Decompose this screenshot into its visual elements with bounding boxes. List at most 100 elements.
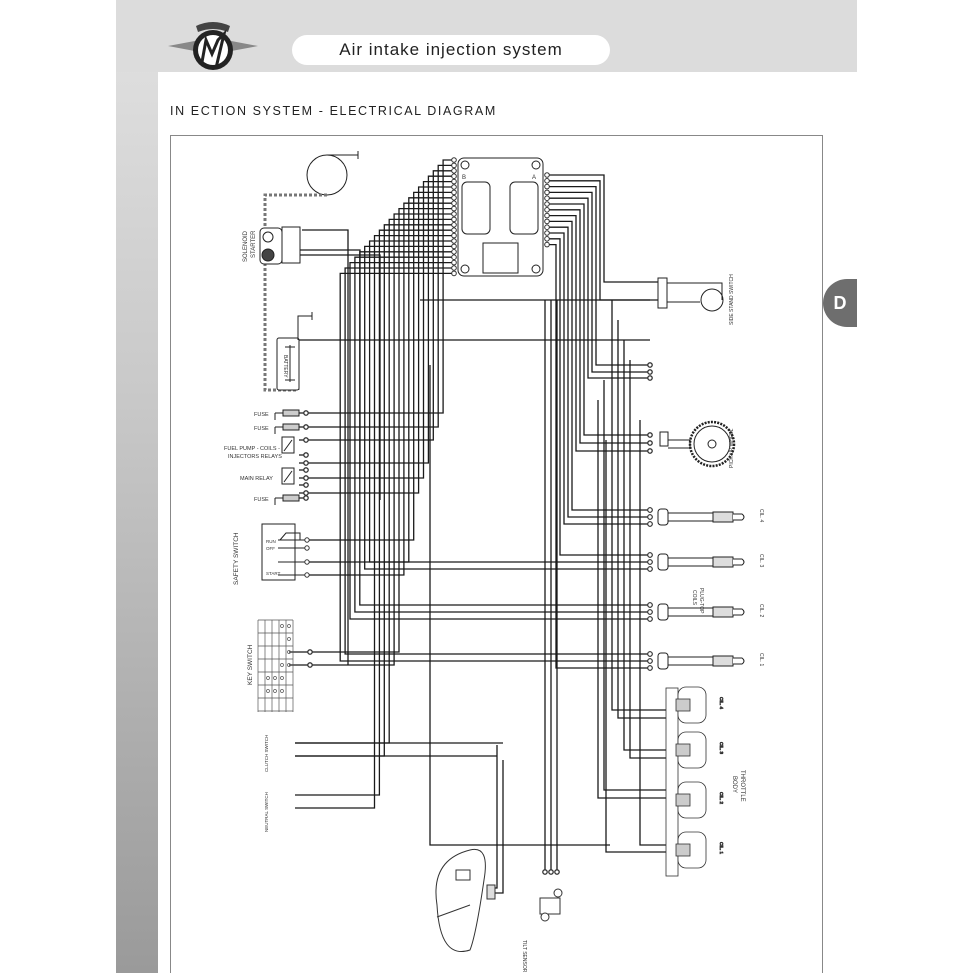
contact-dot [266, 689, 270, 693]
wire [597, 400, 666, 799]
start-label: START [266, 571, 281, 576]
wire [295, 234, 454, 809]
terminal [303, 460, 309, 466]
wire [302, 229, 349, 665]
key-switch-label: KEY SWITCH [247, 644, 254, 685]
wire [617, 320, 666, 719]
contact-dot [266, 676, 270, 680]
wire [300, 249, 361, 470]
wire [495, 760, 504, 894]
terminal [647, 566, 653, 572]
wire [629, 360, 666, 759]
mv-agusta-logo [168, 22, 258, 70]
terminal [303, 482, 309, 488]
terminal [647, 507, 653, 513]
ecu-pin [451, 222, 457, 228]
wires [289, 159, 666, 894]
section-title: IN ECTION SYSTEM - ELECTRICAL DIAGRAM [170, 104, 497, 118]
coil-boot [712, 511, 734, 523]
chapter-tab[interactable]: D [823, 279, 857, 327]
coil-body [667, 656, 714, 666]
terminal [303, 410, 309, 416]
plug-top-coils-label: PLUG-TOP [698, 588, 704, 614]
terminal [303, 490, 309, 496]
coil-cyl-label: CIL. 2 [758, 604, 764, 618]
wire [308, 159, 454, 414]
wire [547, 203, 650, 436]
terminal [548, 869, 554, 875]
relay-fuel-label-2: INJECTORS RELAYS [228, 454, 282, 460]
coil-tip [733, 513, 745, 521]
wire [547, 226, 650, 518]
coil-cap [657, 652, 669, 670]
solenoid-label-2: STARTER [251, 230, 257, 258]
solenoid-starter [259, 226, 301, 265]
terminal [303, 467, 309, 473]
terminal [647, 658, 653, 664]
ecu-pin [451, 189, 457, 196]
plug-top-coils-label-2: COILS [691, 590, 697, 606]
wire [547, 185, 650, 366]
wire [308, 207, 454, 653]
clutch-switch-label: CLUTCH SWITCH [264, 735, 269, 772]
ecu-pin [544, 241, 550, 248]
wire [368, 240, 650, 563]
ecu-pin [451, 249, 457, 255]
run-label: RUN [266, 539, 276, 544]
contact-dot [280, 624, 284, 628]
ecu-pin [451, 157, 457, 163]
wire [295, 229, 454, 796]
contact-dot [280, 676, 284, 680]
main-relay-label: MAIN RELAY [240, 476, 273, 482]
ground-cable [263, 193, 327, 392]
terminal [647, 369, 653, 375]
ecu-pin [544, 178, 550, 184]
fuses-relays [274, 409, 300, 505]
ecu [457, 157, 544, 277]
wire [547, 238, 650, 556]
coil-boot [712, 655, 734, 667]
ecu-pin [451, 243, 457, 250]
page-side-strip [116, 0, 158, 973]
ecu-pin [451, 168, 457, 174]
wire [364, 245, 650, 570]
pickup-wheel-label: PICK-UP WHEEL [729, 428, 735, 468]
terminal [307, 662, 313, 668]
wire [344, 267, 650, 655]
terminal [647, 440, 653, 446]
contact-dot [287, 637, 291, 641]
battery-label: BATTERY [282, 355, 288, 378]
wire [354, 256, 650, 613]
side-stand-switch [657, 277, 724, 312]
terminal [647, 432, 653, 438]
terminal [647, 602, 653, 608]
fuse-2-label: FUSE [254, 426, 269, 432]
contact-dot [280, 663, 284, 667]
ecu-pin [544, 207, 550, 213]
throttle-body-label-2: BODY [731, 776, 737, 793]
terminal [542, 869, 548, 875]
gear-sensor [435, 848, 496, 952]
ecu-pin [451, 227, 457, 233]
terminal [303, 452, 309, 458]
wire [300, 254, 381, 500]
wire [349, 261, 650, 620]
safety-switch-label: SAFETY SWITCH [233, 532, 240, 585]
starter-motor [306, 151, 359, 196]
injector [675, 793, 691, 807]
terminal [647, 448, 653, 454]
ecu-pin [451, 254, 457, 261]
wire [308, 175, 454, 464]
wire [308, 170, 454, 441]
coil-cyl-label: CIL. 1 [758, 653, 764, 667]
injector [675, 843, 691, 857]
ecu-pin [451, 178, 457, 185]
ecu-pin [544, 183, 550, 190]
pickup-wheel [659, 420, 736, 468]
relay-fuel-label: FUEL PUMP - COILS - [224, 446, 280, 452]
coil-cap [657, 553, 669, 571]
wire [308, 197, 454, 563]
terminal [307, 649, 313, 655]
terminal [303, 495, 309, 501]
fuel-rail [665, 687, 679, 877]
